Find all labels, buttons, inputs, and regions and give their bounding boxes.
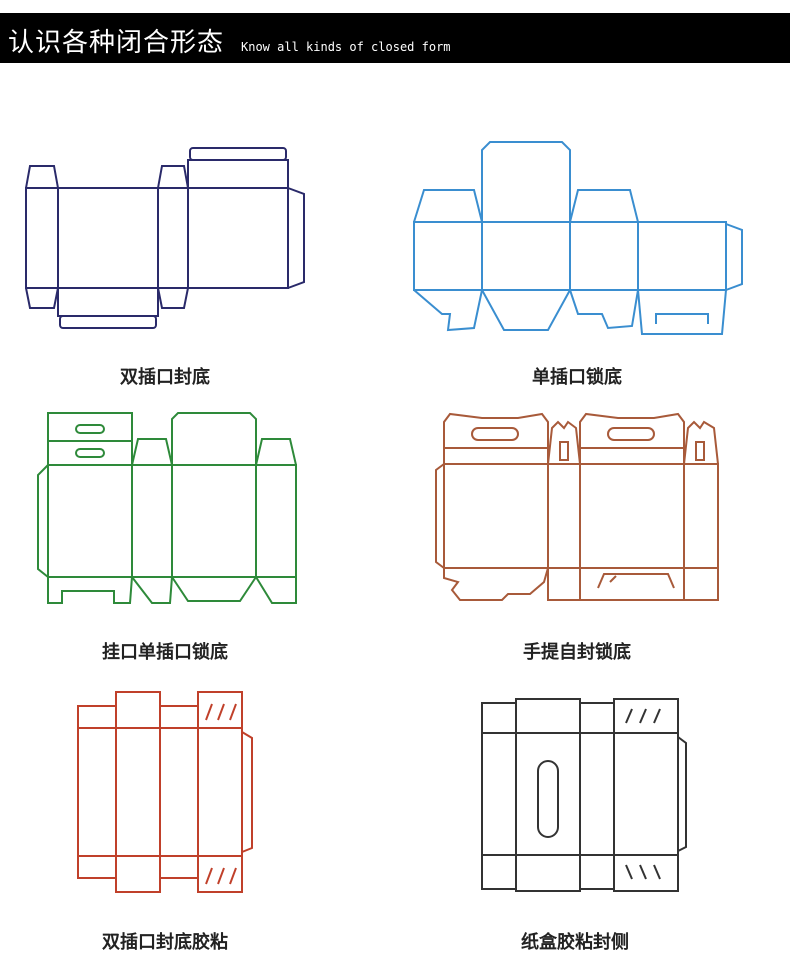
- header-title-en: Know all kinds of closed form: [241, 40, 451, 54]
- caption-handle-self-lock-bottom: 手提自封锁底: [523, 642, 631, 663]
- caption-single-tuck-lock-bottom: 单插口锁底: [532, 367, 622, 388]
- dieline-single-tuck-lock-bottom: [412, 138, 747, 338]
- caption-carton-glued-side: 纸盒胶粘封侧: [521, 932, 629, 953]
- header-title-zh: 认识各种闭合形态: [8, 28, 225, 58]
- dieline-carton-glued-side: [478, 695, 693, 895]
- caption-hang-tab-lock-bottom: 挂口单插口锁底: [102, 642, 228, 663]
- dieline-double-tuck-glued: [74, 688, 259, 898]
- dieline-hang-tab-lock-bottom: [34, 405, 304, 610]
- page-header: 认识各种闭合形态 Know all kinds of closed form: [0, 13, 790, 63]
- caption-double-tuck-end: 双插口封底: [120, 367, 210, 388]
- dieline-double-tuck-end: [22, 140, 312, 335]
- caption-double-tuck-glued: 双插口封底胶粘: [102, 932, 228, 953]
- dieline-handle-self-lock-bottom: [432, 408, 727, 608]
